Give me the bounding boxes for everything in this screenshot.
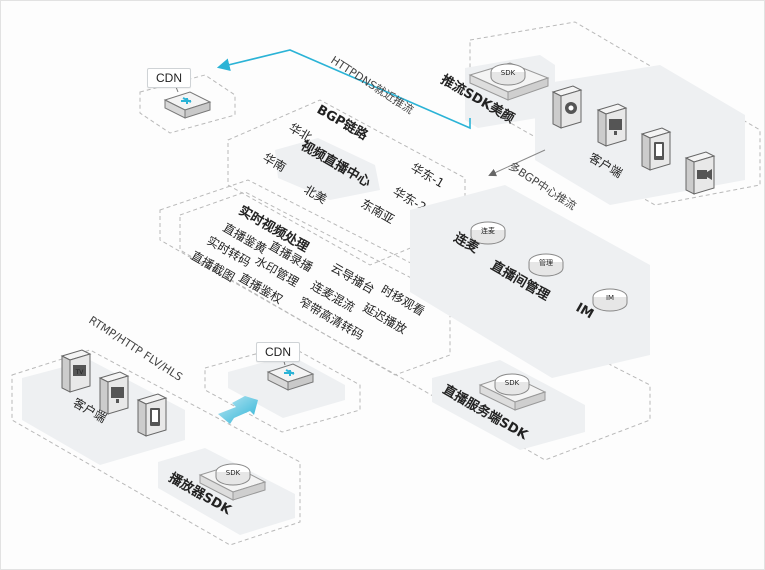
player-sdk-badge: SDK: [226, 469, 241, 477]
multi-bgp-arrow: [488, 149, 546, 177]
cdn-top-zone: [139, 74, 236, 134]
bgp-region-dongnanya: 东南亚: [359, 196, 398, 227]
lianmai-badge: 连麦: [481, 226, 495, 235]
room-mgmt-device: 管理: [528, 253, 564, 277]
tablet-device-icon: [640, 127, 672, 171]
server-sdk-badge: SDK: [505, 379, 520, 387]
push-client-devices: [551, 85, 716, 195]
im-device: IM: [592, 288, 628, 312]
im-badge: IM: [606, 294, 614, 302]
server-sdk-device: SDK: [478, 373, 547, 411]
lianmai-device: 连麦: [470, 221, 506, 245]
bgp-region-huadong1: 华东-1: [409, 160, 447, 190]
cdn-top-device: [163, 91, 212, 119]
monitor-device-icon: [596, 103, 628, 147]
camera-device-icon: [551, 85, 583, 129]
cdn-bottom-device: [266, 363, 315, 391]
play-tablet-device-icon: [136, 393, 168, 437]
play-client-devices: TV: [60, 349, 168, 437]
tv-device-icon: TV: [60, 349, 92, 393]
delivery-arrow: [218, 396, 258, 424]
play-monitor-device-icon: [98, 371, 130, 415]
push-sdk-badge: SDK: [501, 69, 516, 77]
video-camera-device-icon: [684, 151, 716, 195]
httpdns-arrow: [216, 49, 471, 130]
httpdns-label: HTTPDNS就近推流: [328, 53, 416, 117]
cdn-bottom-callout: CDN: [256, 342, 300, 362]
room-mgmt-badge: 管理: [539, 258, 553, 267]
player-sdk-device: SDK: [198, 463, 267, 501]
tv-badge: TV: [75, 369, 85, 376]
cdn-top-callout: CDN: [147, 68, 191, 88]
push-sdk-device: SDK: [468, 62, 550, 101]
